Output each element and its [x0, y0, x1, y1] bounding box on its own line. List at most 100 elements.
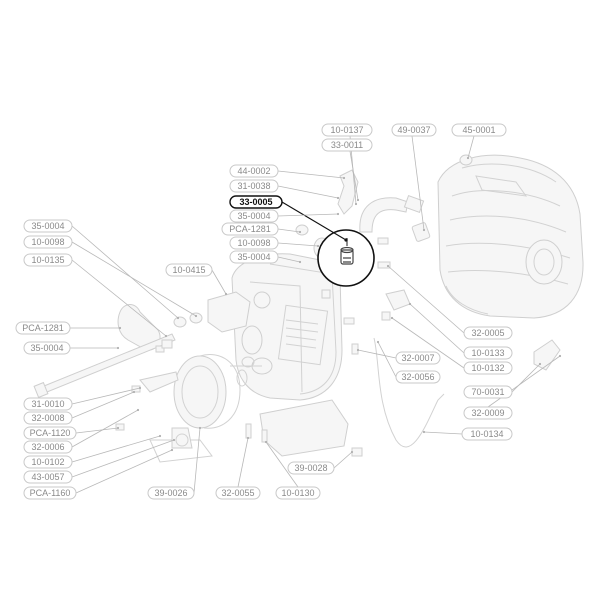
part-label[interactable]: 31-0010: [23, 397, 73, 411]
part-number-text: 35-0004: [31, 221, 64, 231]
part-label-box: [391, 123, 437, 137]
part-label[interactable]: 35-0004: [229, 209, 279, 223]
part-label-box: [321, 123, 373, 137]
leader-line: [211, 269, 227, 295]
leader-end-dot: [298, 260, 302, 264]
leader-line: [467, 135, 475, 159]
leader-line: [265, 441, 299, 488]
leader-line: [349, 150, 359, 201]
part-label[interactable]: 35-0004: [23, 341, 71, 355]
leader-line: [377, 341, 397, 378]
part-label-box: [229, 236, 279, 250]
part-label[interactable]: 10-0137: [321, 123, 373, 137]
part-label[interactable]: 32-0055: [215, 486, 261, 500]
part-label[interactable]: 10-0098: [229, 236, 279, 250]
leader-end-dot: [376, 340, 380, 344]
part-label[interactable]: 39-0028: [287, 461, 335, 475]
part-label-box: [23, 253, 73, 267]
part-label[interactable]: 32-0008: [23, 411, 73, 425]
part-label[interactable]: 10-0102: [23, 455, 73, 469]
leader-line: [277, 185, 339, 199]
part-label[interactable]: 10-0135: [23, 253, 73, 267]
leader-end-dot: [246, 436, 250, 440]
part-label[interactable]: 10-0130: [275, 486, 321, 500]
part-label-box: [23, 486, 77, 500]
part-label[interactable]: 10-0415: [165, 263, 213, 277]
part-label[interactable]: 43-0057: [23, 470, 73, 484]
part-label-box: [23, 219, 73, 233]
leader-line: [333, 451, 353, 469]
part-label[interactable]: 32-0005: [463, 326, 513, 340]
part-label[interactable]: 32-0056: [395, 370, 441, 384]
gearbox-housing-shape: [230, 253, 343, 401]
part-number-text: 10-0102: [31, 457, 64, 467]
part-number-text: PCA-1160: [30, 488, 71, 498]
part-number-text: 10-0098: [237, 238, 270, 248]
part-label[interactable]: 31-0038: [229, 179, 279, 193]
part-number-text: 44-0002: [237, 166, 270, 176]
part-label-box: [229, 164, 279, 178]
leader-line: [71, 259, 167, 337]
part-label-box: [15, 321, 71, 335]
part-label-box: [461, 427, 513, 441]
guard-plate-shape: [259, 399, 349, 457]
long-bolt-shape: [33, 333, 176, 399]
part-label[interactable]: PCA-1281: [15, 321, 71, 335]
leader-line: [391, 317, 465, 369]
part-label[interactable]: 35-0004: [23, 219, 73, 233]
part-number-text: 32-0008: [31, 413, 64, 423]
part-label[interactable]: PCA-1281: [221, 222, 279, 236]
part-number-text: 10-0130: [281, 488, 314, 498]
leader-end-dot: [116, 426, 120, 430]
part-labels: 10-0137 49-0037 45-0001 33-0011 44-0002 31-00…: [15, 123, 513, 500]
part-label-box: [23, 411, 73, 425]
part-label-box: [451, 123, 507, 137]
leader-line: [71, 225, 179, 319]
part-label[interactable]: PCA-1120: [23, 426, 77, 440]
leader-line: [71, 241, 197, 317]
part-number-text: 31-0010: [31, 399, 64, 409]
part-label[interactable]: 39-0026: [147, 486, 195, 500]
linkage-shape: [139, 371, 179, 393]
leader-end-dot: [408, 302, 412, 306]
part-label[interactable]: 10-0134: [461, 427, 513, 441]
drum-shape: [173, 354, 248, 429]
part-label-box: [23, 426, 77, 440]
part-label[interactable]: 32-0009: [463, 406, 513, 420]
part-label[interactable]: 32-0007: [395, 351, 441, 365]
leader-end-dot: [356, 348, 360, 352]
leader-end-dot: [298, 230, 302, 234]
part-label[interactable]: 70-0031: [463, 385, 513, 399]
leader-end-dot: [354, 202, 358, 206]
part-label[interactable]: 10-0132: [463, 361, 513, 375]
part-number-text: PCA-1281: [22, 323, 64, 333]
part-label-box: [275, 486, 321, 500]
part-label-box: [165, 263, 213, 277]
leader-line: [277, 242, 319, 247]
part-label[interactable]: 10-0098: [23, 235, 73, 249]
leader-end-dot: [386, 264, 390, 268]
part-label[interactable]: 32-0006: [23, 440, 73, 454]
part-label-box: [463, 361, 513, 375]
part-label-box: [229, 250, 279, 264]
part-label[interactable]: 10-0133: [463, 346, 513, 360]
part-number-text: PCA-1281: [229, 224, 271, 234]
part-label[interactable]: PCA-1160: [23, 486, 77, 500]
part-number-text: 10-0137: [330, 125, 363, 135]
part-number-text: PCA-1120: [30, 428, 71, 438]
part-label[interactable]: 33-0011: [321, 138, 373, 152]
part-label-box: [221, 222, 279, 236]
part-label[interactable]: 45-0001: [451, 123, 507, 137]
leader-line: [71, 435, 161, 463]
leader-line: [511, 363, 541, 393]
part-label-box: [229, 179, 279, 193]
leader-end-dot: [224, 292, 228, 296]
part-label[interactable]: 35-0004: [229, 250, 279, 264]
leader-line: [387, 265, 465, 334]
part-label[interactable]: 49-0037: [391, 123, 437, 137]
part-label[interactable]: 44-0002: [229, 164, 279, 178]
leader-line: [409, 303, 465, 354]
part-label-highlighted[interactable]: 33-0005: [229, 195, 283, 209]
leader-end-dot: [138, 386, 142, 390]
